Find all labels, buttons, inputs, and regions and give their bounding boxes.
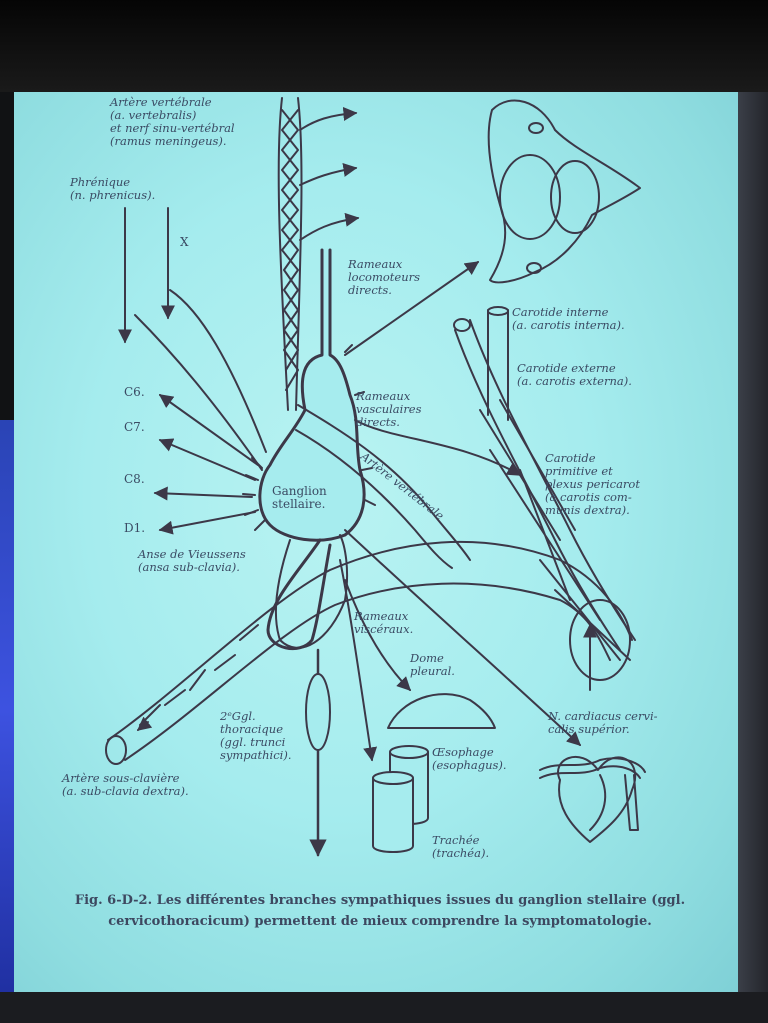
label-c6: C6. bbox=[124, 385, 145, 399]
label-x: X bbox=[180, 235, 189, 249]
label-oesophage: Œsophage (esophagus). bbox=[432, 745, 507, 772]
label-carotide-interne: Carotide interne (a. carotis interna). bbox=[512, 305, 625, 332]
esophagus-trachea bbox=[372, 745, 429, 853]
heart-outline bbox=[539, 755, 646, 843]
label-dome-pleural: Dome pleural. bbox=[410, 651, 455, 678]
label-2nd-ganglion: 2ᵉGgl. thoracique (ggl. trunci sympathic… bbox=[220, 709, 292, 762]
dome-pleural bbox=[387, 693, 496, 729]
projector-right-edge bbox=[738, 92, 768, 1023]
label-c7: C7. bbox=[124, 420, 145, 434]
vertebra-outline bbox=[487, 99, 641, 284]
label-rameaux-visceraux: Rameaux viscéraux. bbox=[354, 609, 414, 636]
label-rameaux-vasculaires: Rameaux vasculaires directs. bbox=[356, 389, 422, 429]
stellate-ganglion bbox=[258, 248, 366, 542]
projector-bottom-edge bbox=[0, 992, 768, 1023]
carotid-arteries bbox=[453, 306, 636, 691]
label-artere-sous-claviere: Artère sous-clavière (a. sub-clavia dext… bbox=[62, 771, 189, 798]
label-rameaux-locomoteurs: Rameaux locomoteurs directs. bbox=[348, 257, 421, 297]
label-trachee: Trachée (trachéa). bbox=[432, 833, 490, 860]
label-c8: C8. bbox=[124, 472, 145, 486]
label-carotide-externe: Carotide externe (a. carotis externa). bbox=[517, 361, 632, 388]
label-ganglion-stellaire: Ganglion stellaire. bbox=[272, 484, 327, 511]
label-d1: D1. bbox=[124, 521, 146, 535]
vertebral-artery-plexus bbox=[277, 97, 360, 411]
projector-left-glow bbox=[0, 420, 18, 1000]
projector-top-shadow bbox=[0, 0, 768, 92]
thoracic-ganglion-node bbox=[305, 673, 331, 751]
figure-caption: Fig. 6-D-2. Les différentes branches sym… bbox=[74, 893, 686, 929]
label-n-cardiacus: N. cardiacus cervi- calis supérior. bbox=[548, 709, 658, 736]
second-thoracic-ganglion bbox=[266, 538, 332, 651]
label-vertebral-artery: Artère vertébrale (a. vertebralis) et ne… bbox=[110, 95, 235, 148]
label-phrenic: Phrénique (n. phrenicus). bbox=[70, 175, 156, 202]
label-carotide-primitive: Carotide primitive et plexus pericarot (… bbox=[545, 451, 640, 517]
label-anse-vieussens: Anse de Vieussens (ansa sub-clavia). bbox=[138, 547, 246, 574]
